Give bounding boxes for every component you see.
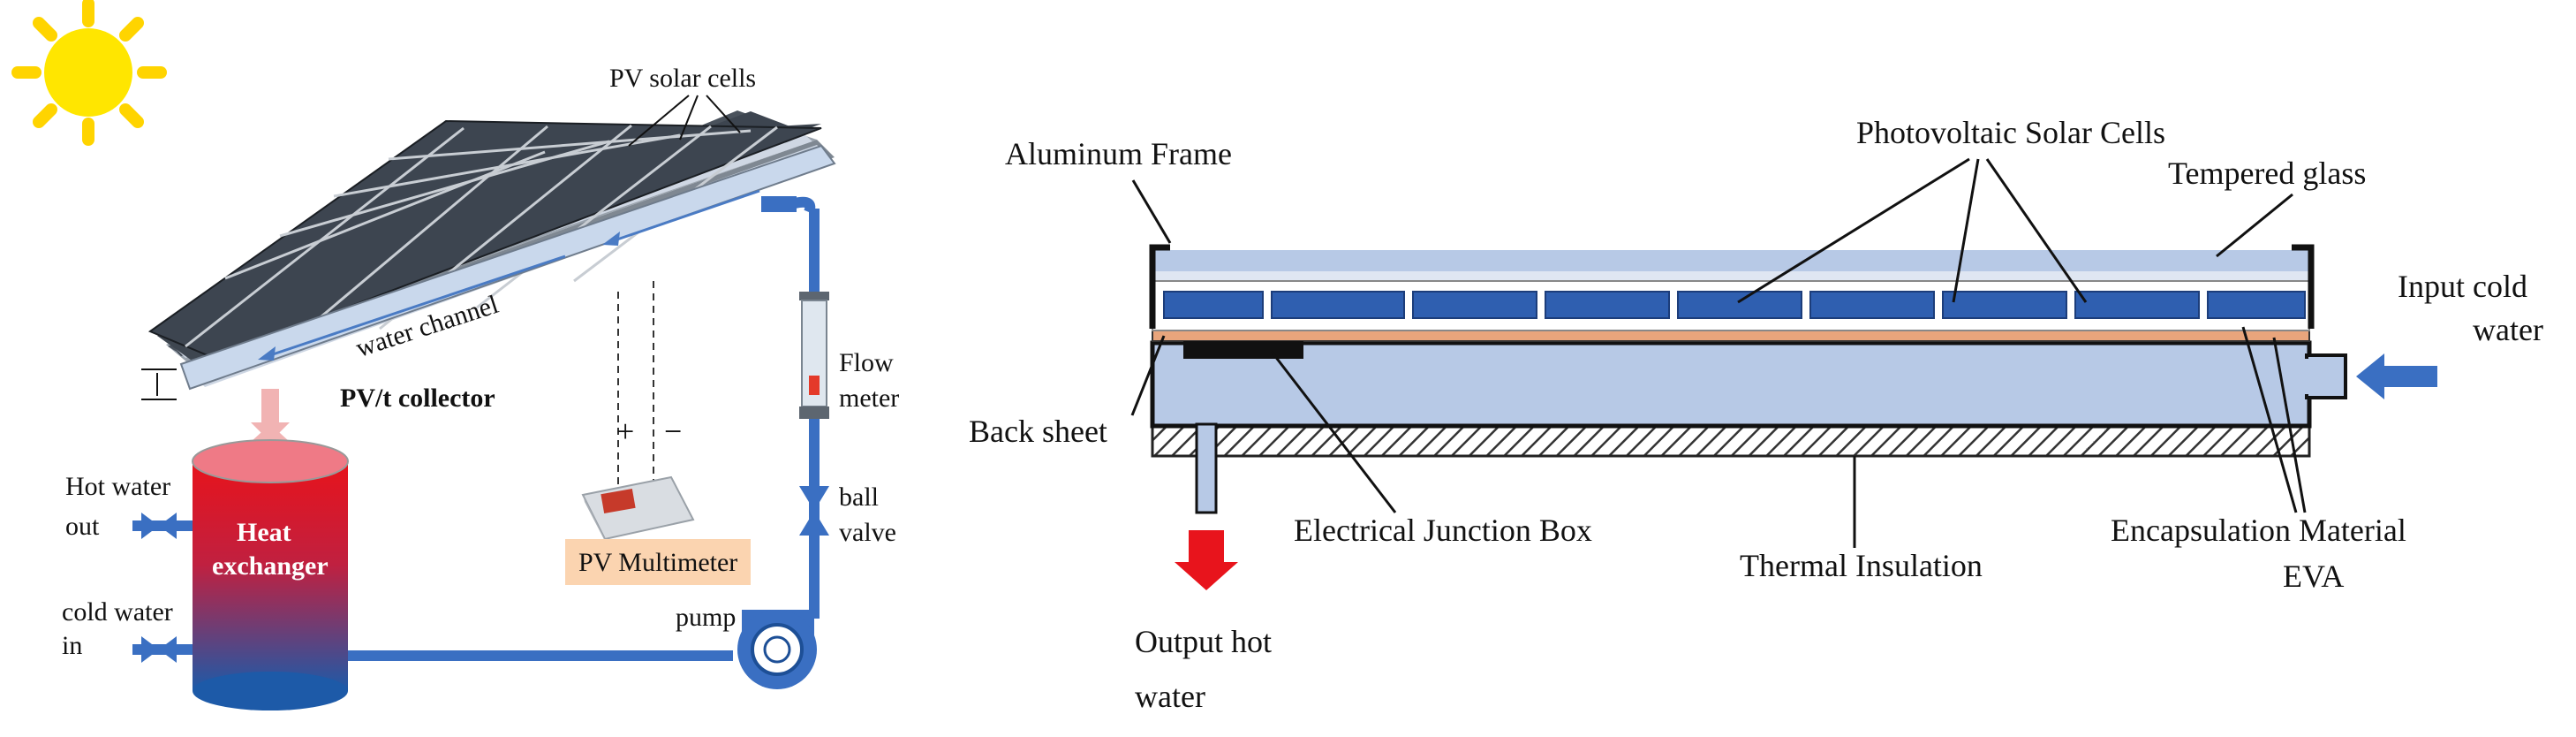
minus-sign: − — [664, 414, 682, 449]
cold-water-label-1: cold water — [62, 597, 173, 627]
back-sheet-layer — [1152, 330, 2310, 342]
junction-box — [1183, 341, 1303, 359]
thermal-insulation-layer — [1151, 424, 2311, 458]
aluminum-frame-label: Aluminum Frame — [1005, 136, 1232, 171]
ball-valve-label-1: ball — [839, 482, 879, 512]
junction-box-pointer — [1270, 351, 1397, 513]
cold-water-inlet — [132, 636, 193, 663]
hot-water-outlet — [132, 513, 193, 539]
output-hot-label-1: Output hot — [1135, 624, 1272, 659]
pump-icon — [737, 610, 817, 689]
glass-gap — [1152, 271, 2309, 280]
right-crosssection-diagram: Aluminum Frame Photovoltaic Solar Cells … — [969, 115, 2543, 714]
pv-cells-pointers-right — [1737, 157, 2088, 304]
collector-label: PV/t collector — [340, 384, 495, 413]
pv-cells-pointers — [628, 95, 741, 147]
ball-valve-label-2: valve — [839, 518, 896, 547]
encapsulation-label-1: Encapsulation Material — [2111, 513, 2406, 548]
flow-meter-label-2: meter — [839, 384, 899, 413]
tempered-glass-pointer — [2216, 193, 2293, 258]
encapsulation-pointers — [2241, 326, 2307, 513]
pump-label: pump — [676, 603, 736, 632]
inlet-port — [2301, 353, 2347, 399]
multimeter-icon — [581, 475, 695, 546]
plus-sign: + — [616, 414, 634, 449]
input-arrow-icon — [2356, 353, 2437, 399]
thermal-insulation-label: Thermal Insulation — [1740, 548, 1983, 583]
solar-cells-row — [1163, 291, 2306, 319]
multimeter-wires — [617, 281, 654, 495]
pv-cell-grid — [147, 119, 822, 362]
input-cold-label-2: water — [2473, 312, 2543, 347]
junction-box-label: Electrical Junction Box — [1294, 513, 1592, 548]
tempered-glass-layer — [1152, 250, 2309, 271]
input-cold-label-1: Input cold — [2398, 269, 2527, 304]
output-hot-label-2: water — [1135, 679, 1205, 714]
heat-exchanger-label-2: exchanger — [212, 551, 329, 581]
back-sheet-label: Back sheet — [969, 414, 1107, 449]
left-system-diagram: water channel PV solar cells PV/t collec… — [11, 0, 899, 710]
flow-meter-icon — [799, 292, 829, 419]
tempered-glass-label: Tempered glass — [2168, 156, 2366, 191]
heat-exchanger-label-1: Heat — [237, 518, 291, 547]
multimeter-label-box — [565, 539, 751, 585]
back-sheet-pointer — [1130, 335, 1166, 416]
flow-meter-label-1: Flow — [839, 348, 894, 377]
thickness-marker — [141, 368, 177, 400]
hot-water-label-2: out — [65, 512, 100, 541]
output-arrow-icon — [1175, 530, 1238, 590]
aluminum-frame-pointer — [1131, 179, 1172, 244]
cold-water-label-2: in — [62, 631, 82, 660]
pv-cells-label: Photovoltaic Solar Cells — [1856, 115, 2165, 150]
hot-water-label-1: Hot water — [65, 472, 170, 501]
aluminum-frame — [1149, 244, 2315, 329]
water-layer — [1150, 340, 2312, 429]
multimeter-label: PV Multimeter — [578, 548, 737, 577]
ball-valve-icon — [799, 486, 829, 536]
sun-icon — [11, 0, 167, 146]
pv-solar-cells-label: PV solar cells — [609, 64, 756, 93]
encapsulation-label-2: EVA — [2283, 558, 2344, 594]
heat-exchanger-tank: Heat exchanger — [192, 439, 349, 710]
outlet-pipe — [1195, 422, 1218, 514]
